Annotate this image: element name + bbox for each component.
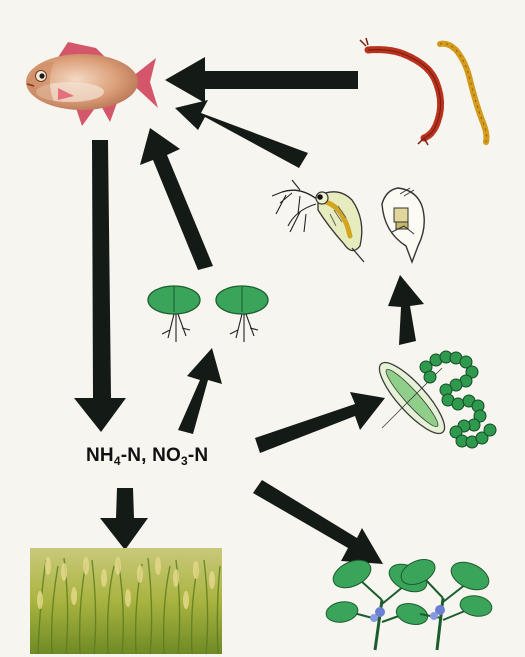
daphnia-icon <box>272 180 364 262</box>
arrow-nutrients-to-plant <box>253 480 383 564</box>
arrow-nutrients-to-duckweed <box>178 348 222 434</box>
bloodworm-icon <box>360 38 441 145</box>
nutrient-label-sub2: 3 <box>181 454 188 468</box>
arrow-nutrients-to-algae <box>255 392 385 453</box>
nutrient-label-part1: NH <box>86 445 114 466</box>
arrow-bloodworm-to-fish <box>165 57 358 103</box>
nutrient-label-part2: -N, NO <box>121 445 181 466</box>
fish-icon <box>26 42 158 126</box>
rice-field-image <box>30 548 222 654</box>
arrow-duckweed-to-fish <box>140 128 213 270</box>
rotifer-icon <box>382 188 424 262</box>
worm-icon <box>440 44 487 142</box>
arrow-nutrients-to-rice <box>100 488 148 550</box>
nutrient-label-part3: -N <box>188 445 208 466</box>
arrow-algae-to-daphnia <box>388 275 424 345</box>
arrow-fish-to-nutrients <box>74 140 126 432</box>
duckweed-icon <box>148 286 268 342</box>
arrow-daphnia-to-fish <box>175 100 308 168</box>
nutrient-label-sub1: 4 <box>114 454 121 468</box>
water-plant-icon <box>325 554 494 650</box>
nutrient-label: NH4-N, NO3-N <box>86 445 208 468</box>
